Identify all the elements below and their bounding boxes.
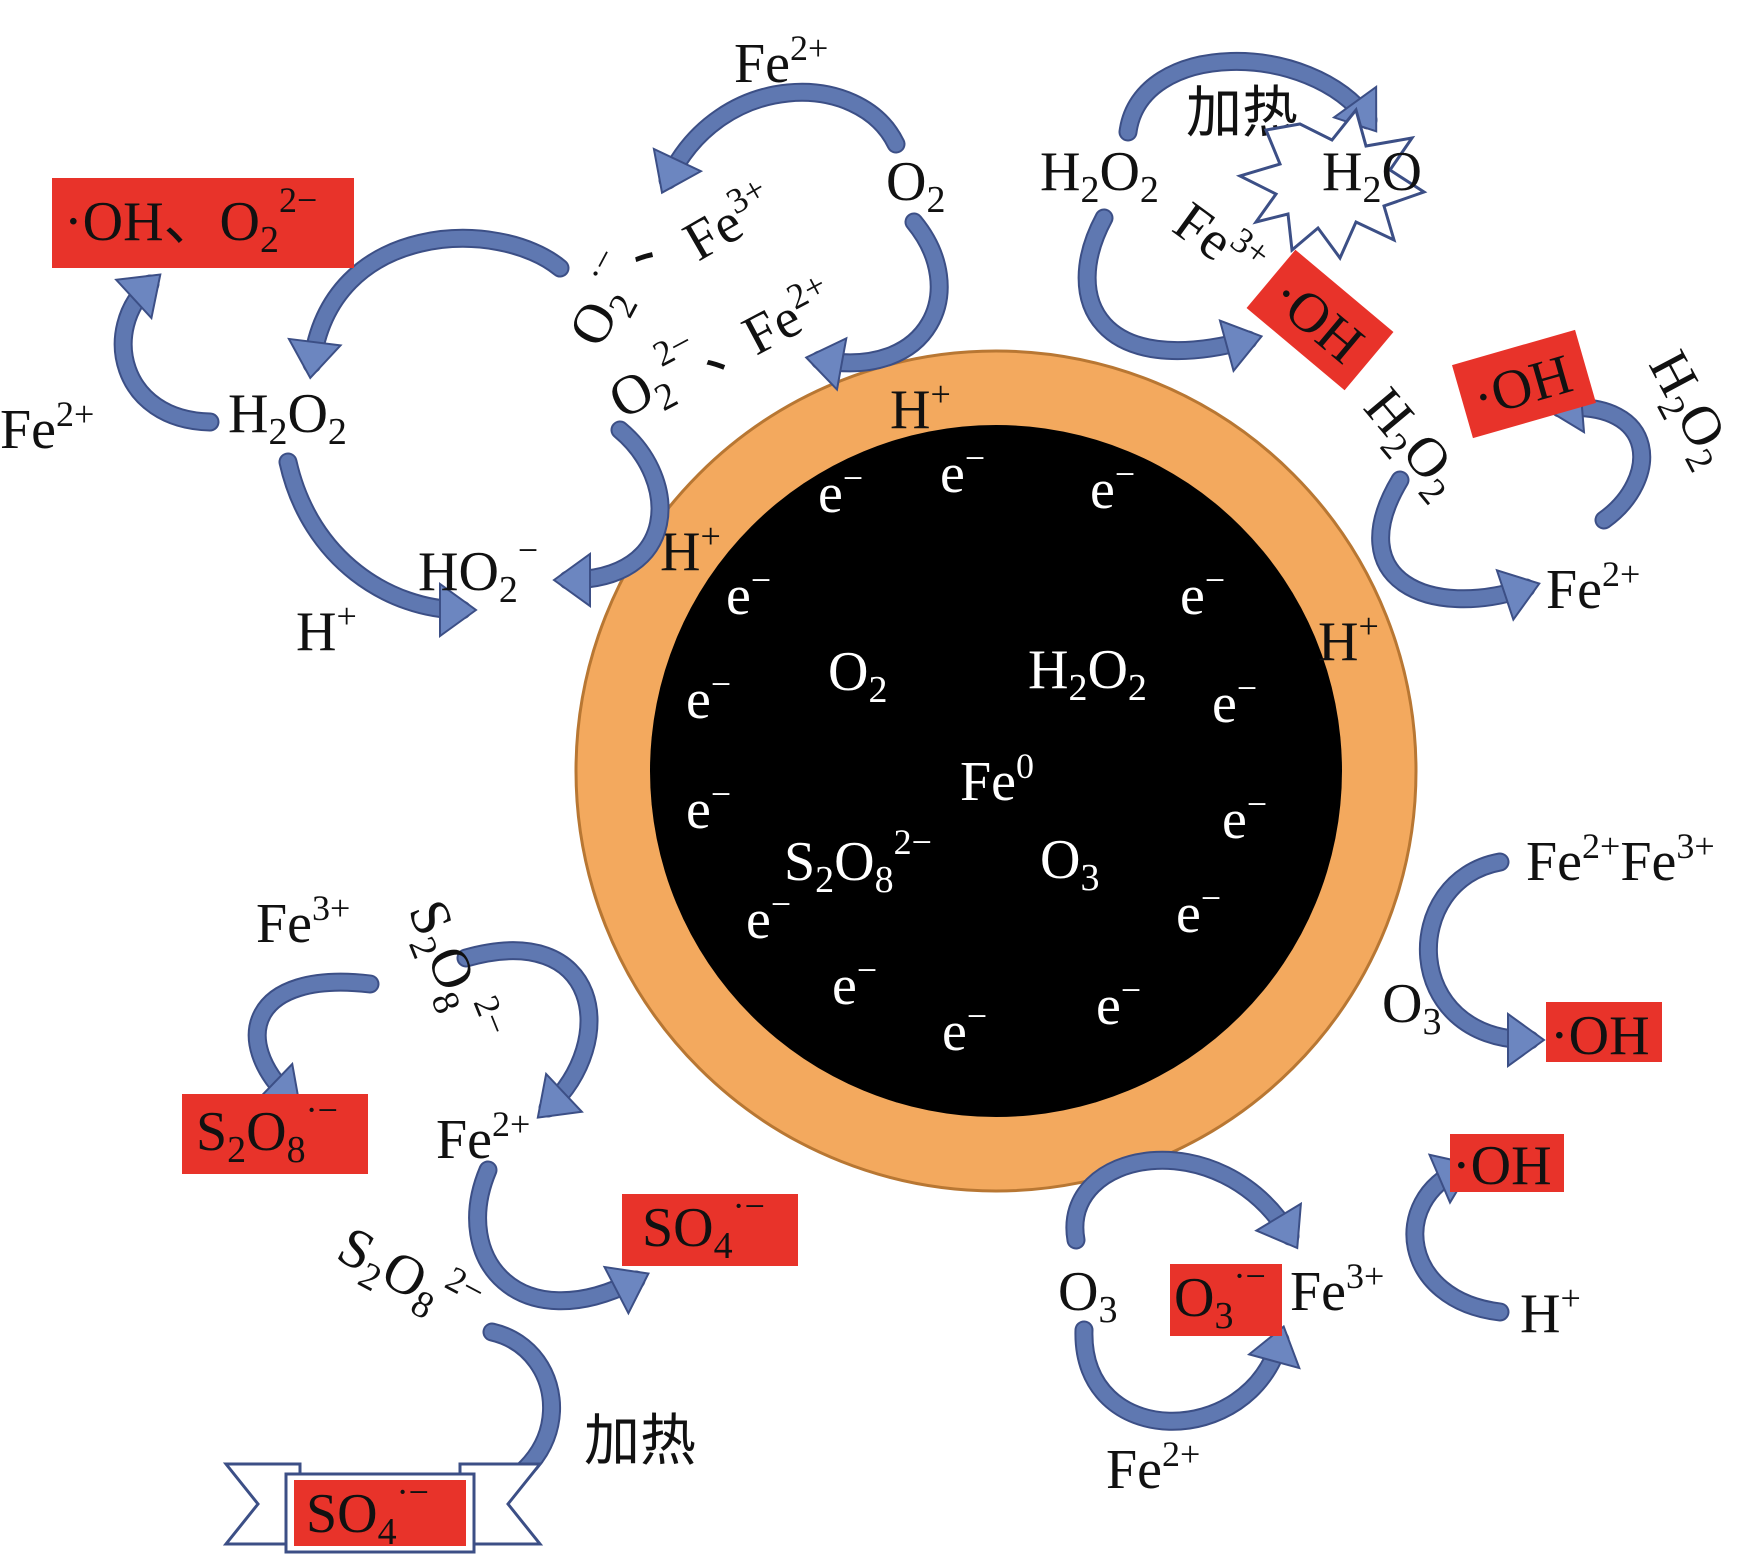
arrow-h2o2b-to-fe2-head xyxy=(1495,568,1541,622)
tl-fe3-top: Fe3+ xyxy=(671,168,786,273)
arrow-o2-2minus-to-ho2 xyxy=(560,422,668,588)
br-o3-radical-label: O3·− xyxy=(1174,1256,1266,1337)
br-oh-box xyxy=(1450,1134,1564,1192)
rm-oh-box xyxy=(1546,1002,1662,1062)
arrow-o2radical-to-h2o2-head xyxy=(287,337,343,380)
arrow-o2-to-fe3 xyxy=(660,84,904,188)
br-hplus: H+ xyxy=(1520,1278,1581,1345)
core-fe0: Fe0 xyxy=(960,746,1034,813)
tr-fe3: Fe3+ xyxy=(1162,186,1278,296)
arrow-h2o2-to-ho2-head xyxy=(439,582,478,638)
arrow-h2o2-to-oh xyxy=(1079,210,1256,358)
arrow-s2o8-to-fe3-side xyxy=(249,974,378,1106)
bl-s2o8-b: S2O82− xyxy=(324,1207,492,1346)
br-o3-radical-box xyxy=(1170,1264,1282,1336)
electron-12: e− xyxy=(942,996,987,1063)
shell-hplus-left: H+ xyxy=(660,516,721,583)
tr-h2o2-a: H2O2 xyxy=(1040,141,1159,211)
electron-7: e− xyxy=(686,774,731,841)
bl-so4-banner-label: SO4·− xyxy=(306,1472,429,1553)
tr-oh-box-2: ·OH xyxy=(1452,329,1596,439)
core-o2: O2 xyxy=(828,641,887,711)
electron-group: e−e−e−e−e−e−e−e−e−e−e−e−e−e− xyxy=(686,438,1267,1063)
arrow-fe2-to-so4 xyxy=(470,1162,644,1309)
bl-so4-banner xyxy=(222,1462,544,1554)
electron-0: e− xyxy=(818,458,863,525)
br-oh-box-label: ·OH xyxy=(1452,1135,1552,1197)
bl-s2o8-a: S2O82− xyxy=(389,888,518,1055)
tl-h2o2: H2O2 xyxy=(228,383,347,453)
bl-so4-box xyxy=(622,1194,798,1266)
electron-5: e− xyxy=(686,664,731,731)
electron-2: e− xyxy=(1090,454,1135,521)
arrow-hplus-to-oh xyxy=(1407,1162,1508,1320)
arrow-o2-2minus-to-ho2-head xyxy=(552,552,591,608)
oh-o2-product-label: ·OH、O22− xyxy=(64,180,317,261)
arrow-shell-to-o3radical xyxy=(1067,1152,1298,1248)
electron-6: e− xyxy=(1212,668,1257,735)
tr-h2o2-b: H2O2 xyxy=(1346,377,1476,513)
arrow-h2o2-to-oh-head xyxy=(1218,319,1264,373)
bl-so4-label: SO4·− xyxy=(642,1186,765,1267)
arrow-s2o8-to-fe2 xyxy=(458,943,597,1116)
core-h2o2: H2O2 xyxy=(1028,639,1147,709)
arrow-o2-to-fe2-shell-head xyxy=(804,336,848,392)
tl-ho2: HO2− xyxy=(418,530,538,611)
core-o3: O3 xyxy=(1040,829,1099,899)
arrow-shell-to-o3radical-head xyxy=(1254,1201,1303,1250)
arrow-group xyxy=(113,52,1652,1520)
core-s2o8: S2O82− xyxy=(784,822,932,901)
bl-s2o8-radical-box xyxy=(182,1094,368,1174)
arrow-o3-to-fe2-head xyxy=(1246,1324,1301,1370)
tl-fe2: Fe2+ xyxy=(0,394,94,461)
br-fe2: Fe2+ xyxy=(1106,1434,1200,1501)
electron-10: e− xyxy=(1176,878,1221,945)
arrow-o2radical-to-h2o2 xyxy=(304,230,568,372)
electron-9: e− xyxy=(746,884,791,951)
tr-explosion-shape xyxy=(1235,106,1428,261)
arrow-fe2fe3-to-oh xyxy=(1420,854,1538,1048)
arrow-h2o2b-to-fe2 xyxy=(1373,472,1534,607)
electron-13: e− xyxy=(1096,970,1141,1037)
electron-1: e− xyxy=(940,438,985,505)
tl-o2: O2 xyxy=(886,151,945,221)
arrow-o2-to-fe3-head xyxy=(652,147,704,195)
arrow-fe2-to-product-head xyxy=(114,273,162,321)
bl-fe2: Fe2+ xyxy=(436,1104,530,1171)
tr-oh-box-1: ·OH xyxy=(1246,249,1394,391)
br-fe3: Fe3+ xyxy=(1290,1256,1384,1323)
arrow-h2o2-to-ho2 xyxy=(280,454,470,618)
particle-core xyxy=(650,425,1342,1117)
tr-fe2: Fe2+ xyxy=(1546,554,1640,621)
rm-fe2fe3: Fe2+Fe3+ xyxy=(1526,826,1715,893)
arrow-fe2-to-so4-head xyxy=(602,1265,650,1316)
arrow-fe2-to-product xyxy=(115,276,218,430)
shell-hplus-top: H+ xyxy=(890,374,951,441)
rm-oh-box-label: ·OH xyxy=(1550,1005,1650,1067)
arrow-fe2-to-oh2 xyxy=(1552,400,1650,528)
bl-fe3: Fe3+ xyxy=(256,888,350,955)
arrow-o3-to-fe2 xyxy=(1076,1322,1288,1429)
bl-s2o8-radical-label: S2O8·− xyxy=(196,1090,338,1171)
electron-11: e− xyxy=(832,950,877,1017)
br-o3: O3 xyxy=(1058,1261,1117,1331)
bl-heat: 加热 xyxy=(584,1411,696,1473)
tl-fe2-top: Fe2+ xyxy=(734,28,828,95)
shell-hplus-right: H+ xyxy=(1318,606,1379,673)
arrow-o2-to-fe2-shell xyxy=(812,214,947,371)
rm-o3: O3 xyxy=(1382,973,1441,1043)
electron-8: e− xyxy=(1222,784,1267,851)
arrow-fe2fe3-to-oh-head xyxy=(1507,1012,1546,1068)
arrow-s2o8-to-fe2-head xyxy=(536,1071,584,1119)
electron-4: e− xyxy=(1180,560,1225,627)
tl-hplus: H+ xyxy=(296,596,357,663)
arrow-heat-to-h2o xyxy=(1120,54,1376,140)
tr-h2o: H2O xyxy=(1322,141,1422,211)
electron-3: e− xyxy=(726,560,771,627)
oh-o2-product-box xyxy=(52,178,354,268)
